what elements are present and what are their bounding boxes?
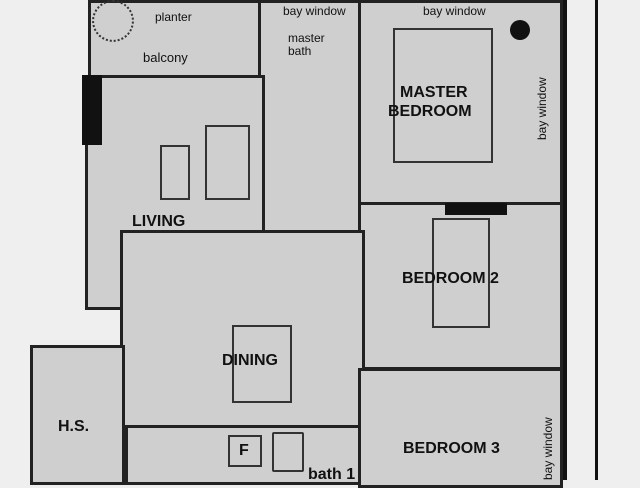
balcony-label: balcony <box>143 50 188 65</box>
bay-window-label: bay window <box>423 4 486 18</box>
coffee-table <box>160 145 190 200</box>
master-bath-label: master bath <box>288 31 325 58</box>
bay-window-label: bay window <box>283 4 346 18</box>
bay-window-label: bay window <box>535 77 549 140</box>
hs-area <box>30 345 125 485</box>
outer-wall <box>563 0 567 480</box>
dining-label: DINING <box>222 352 278 369</box>
fridge-box <box>228 435 262 467</box>
dining-table <box>232 325 292 403</box>
living-label: LIVING <box>132 213 186 230</box>
round-fixture <box>510 20 530 40</box>
bedroom3-label: BEDROOM 3 <box>403 440 500 457</box>
hs-label: H.S. <box>58 418 90 435</box>
washer <box>272 432 304 472</box>
bedroom2-label: BEDROOM 2 <box>402 270 499 287</box>
wall-pillar <box>82 75 102 145</box>
planter-plant <box>92 0 134 42</box>
bay-window-label: bay window <box>541 417 555 480</box>
bed-2 <box>432 218 490 328</box>
master-bedroom-label-1: MASTER <box>400 84 468 101</box>
bedroom3-area <box>358 368 563 488</box>
master-bed <box>393 28 493 163</box>
bath1-label: bath 1 <box>308 466 356 483</box>
wall-pillar <box>445 203 507 215</box>
sofa <box>205 125 250 200</box>
planter-label: planter <box>155 10 192 24</box>
dining-area <box>120 230 365 430</box>
outer-wall-right <box>595 0 598 480</box>
fridge-label: F <box>239 442 249 459</box>
master-bedroom-label-2: BEDROOM <box>388 103 472 120</box>
